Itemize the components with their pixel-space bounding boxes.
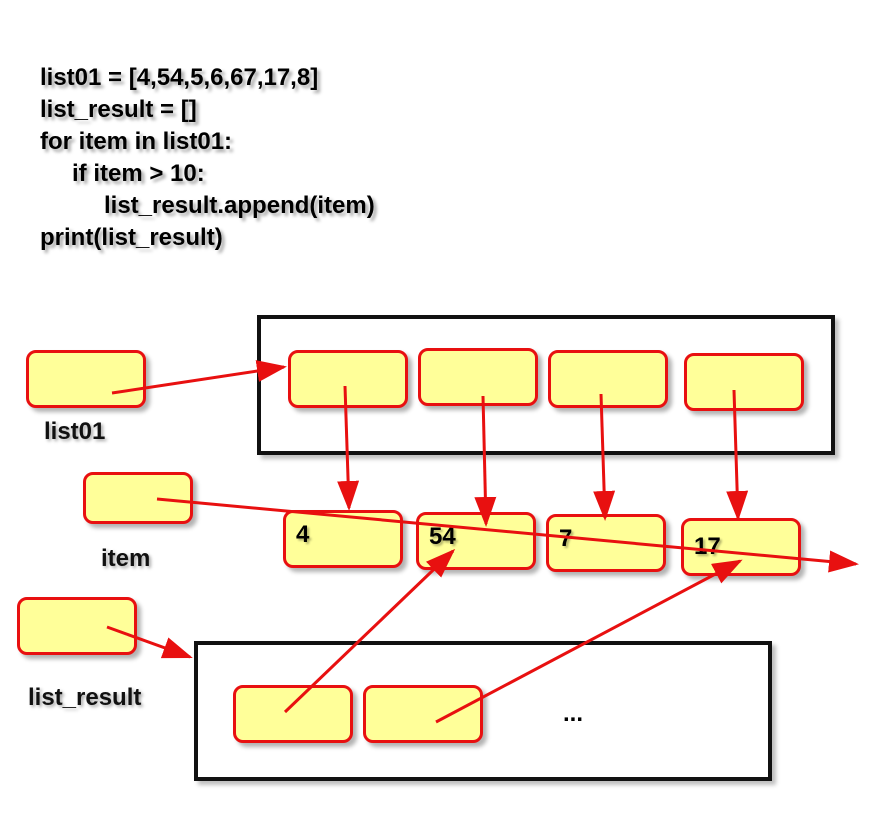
list01-slot xyxy=(684,353,804,411)
list01-slot xyxy=(548,350,668,408)
slot-to-value-arrow xyxy=(593,393,616,521)
value-text: 17 xyxy=(694,533,721,560)
list-result-ellipsis: ... xyxy=(563,700,584,727)
value-text: 4 xyxy=(296,521,310,548)
code-line: list01 = [4,54,5,6,67,17,8] xyxy=(40,64,319,91)
code-line: if item > 10: xyxy=(72,160,205,187)
code-line: print(list_result) xyxy=(40,224,223,251)
list01-variable-box xyxy=(26,350,146,408)
result-to-value-arrow xyxy=(283,548,456,714)
slot-to-value-arrow xyxy=(337,385,360,511)
slot-to-value-arrow xyxy=(474,395,497,527)
list-result-label: list_result xyxy=(28,684,142,711)
list01-slot xyxy=(288,350,408,408)
result-to-value-arrow xyxy=(435,559,743,724)
code-line: for item in list01: xyxy=(40,128,233,155)
list-result-variable-box xyxy=(17,597,137,655)
item-variable-box xyxy=(83,472,193,524)
list-result-reference-arrow xyxy=(106,625,193,659)
item-iteration-arrow xyxy=(156,497,859,573)
list-result-slot xyxy=(233,685,353,743)
slot-to-value-arrow xyxy=(726,389,749,521)
list01-slot xyxy=(418,348,538,406)
item-label: item xyxy=(101,545,151,572)
code-line: list_result.append(item) xyxy=(104,192,375,219)
list-result-slot xyxy=(363,685,483,743)
code-line: list_result = [] xyxy=(40,96,197,123)
list01-reference-arrow xyxy=(111,360,287,395)
code-block: list01 = [4,54,5,6,67,17,8] list_result … xyxy=(40,62,375,254)
list01-label: list01 xyxy=(44,418,106,445)
